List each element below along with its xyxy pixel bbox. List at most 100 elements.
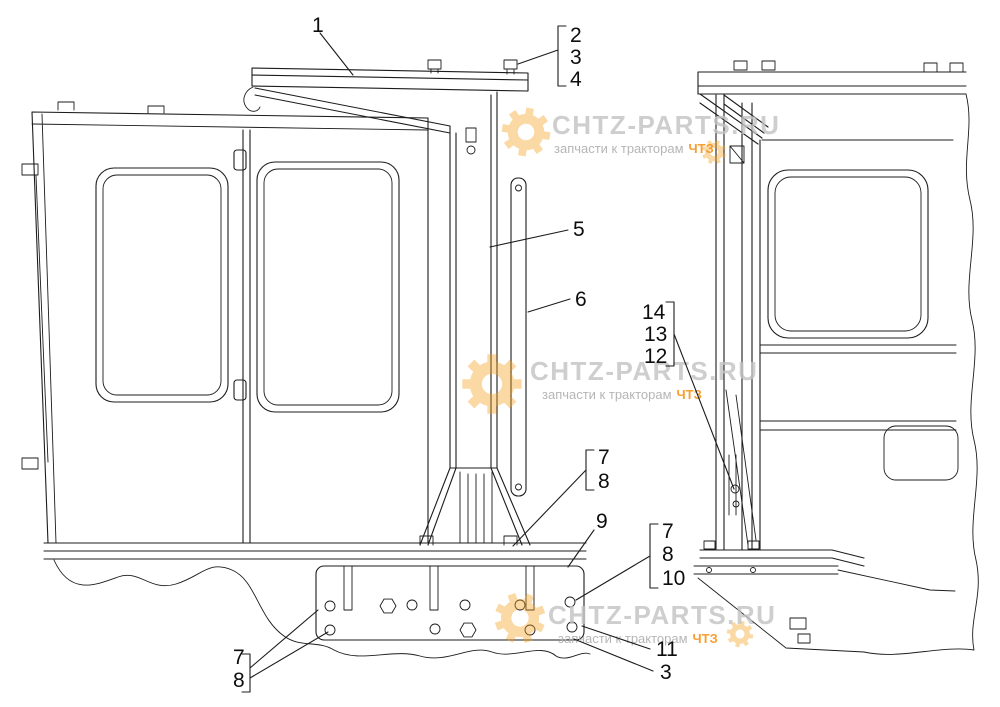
door-divider	[242, 129, 251, 544]
right-door-window-inner	[263, 168, 393, 406]
callouts: 1 2 3 4 5 6 7 8 9 7 8 10 11 3 7 8 14 13 …	[233, 14, 735, 693]
mounting-plate-outline	[315, 565, 585, 641]
bar-bolt	[503, 59, 518, 75]
pillar-top-bolt-plate	[465, 127, 477, 143]
pillar-foot-flare	[419, 467, 531, 546]
base-bolt-hole	[750, 567, 756, 573]
lower-crease-lines	[759, 420, 957, 431]
roof-clips	[57, 101, 165, 114]
pillar-top-bolt-hole	[466, 145, 476, 155]
right-cab-view	[693, 60, 979, 655]
diagonal-braces	[254, 87, 451, 134]
base-bolt	[703, 540, 760, 550]
belt-lines	[759, 344, 957, 354]
mounting-plate-slots	[343, 565, 535, 611]
side-rail-bolt-hole	[515, 483, 522, 491]
rear-window	[767, 169, 929, 339]
cab-outline	[31, 111, 429, 544]
hex-bolt	[459, 622, 477, 638]
callout-2: 2	[570, 24, 582, 47]
callout-9: 9	[596, 510, 608, 533]
leader-6	[527, 298, 571, 313]
callout-14: 14	[642, 301, 666, 324]
watermark-title: CHTZ-PARTS.RU	[530, 356, 758, 386]
callout-1: 1	[312, 14, 324, 37]
pillar-clamp-detail	[729, 145, 745, 164]
bolt-hole	[564, 596, 576, 608]
callout-8: 8	[598, 470, 610, 493]
left-cab-view	[21, 101, 591, 659]
side-rail-bolt-hole	[515, 184, 522, 192]
watermark-brand: ЧТЗ	[693, 631, 718, 646]
callout-7: 7	[233, 646, 245, 669]
callout-10: 10	[662, 567, 685, 590]
floor-edge-lines	[697, 569, 956, 653]
leader-5	[489, 229, 569, 248]
callout-6: 6	[575, 288, 587, 311]
side-hinge-brackets	[21, 163, 49, 470]
watermark-title: CHTZ-PARTS.RU	[552, 110, 780, 140]
callout-8: 8	[233, 669, 245, 692]
callout-3: 3	[570, 46, 582, 69]
mounting-plate	[315, 565, 585, 641]
bolt-hole	[324, 600, 336, 612]
bolt-hole	[406, 599, 418, 611]
leader-11	[581, 625, 651, 650]
left-door-window	[95, 167, 229, 403]
callout-numbers: 1 2 3 4 5 6 7 8 9 7 8 10 11 3 7 8 14 13 …	[233, 14, 685, 692]
pillar-edges	[449, 91, 498, 469]
bolt-hole	[429, 623, 441, 635]
bolt-hole	[324, 624, 336, 636]
lower-body-panel	[883, 425, 959, 481]
leader-3	[573, 638, 654, 672]
hex-bolt	[379, 598, 397, 614]
bracket-pin-hole	[730, 484, 740, 494]
pillar-assembly	[243, 59, 531, 546]
pillar-base-bolt	[419, 535, 518, 546]
watermark-title: CHTZ-PARTS.RU	[548, 600, 776, 630]
door-hinge	[233, 379, 247, 401]
bolt-hole	[459, 599, 471, 611]
left-door-window-inner	[102, 174, 222, 396]
gear-icon	[486, 584, 553, 651]
callout-11: 11	[656, 638, 678, 661]
rear-window-inner	[774, 176, 922, 332]
rear-pillar	[715, 94, 769, 551]
bracket-brace-cluster	[725, 389, 757, 546]
callout-5: 5	[573, 218, 585, 241]
side-rail	[510, 177, 527, 497]
cab-sill-lines	[43, 542, 587, 560]
torn-edge-right	[863, 93, 979, 655]
watermark-brand: ЧТЗ	[689, 141, 714, 156]
bracket-pin-hole	[732, 500, 740, 508]
bracket-7-8-plate	[241, 609, 329, 693]
pillar-foot-ribs	[459, 471, 493, 544]
bracket-7-8-10	[575, 523, 659, 601]
callout-7: 7	[662, 520, 674, 543]
roof-bolt	[733, 60, 964, 73]
leader-1	[319, 32, 354, 76]
base-bracket	[693, 549, 865, 575]
callout-13: 13	[644, 323, 667, 346]
callout-leaders	[241, 25, 735, 693]
callout-3: 3	[660, 661, 672, 684]
door-hinge	[233, 149, 247, 171]
torn-edge-bottom	[53, 559, 591, 659]
callout-8: 8	[662, 543, 674, 566]
roof-slab	[697, 71, 967, 95]
lifting-hook	[243, 86, 261, 112]
cab-inner-lines	[31, 113, 429, 544]
leader-9	[567, 529, 595, 568]
top-bracket-bar	[251, 67, 529, 92]
gear-icon	[498, 104, 554, 160]
line-art	[21, 59, 979, 659]
bolt-hole	[566, 621, 578, 633]
